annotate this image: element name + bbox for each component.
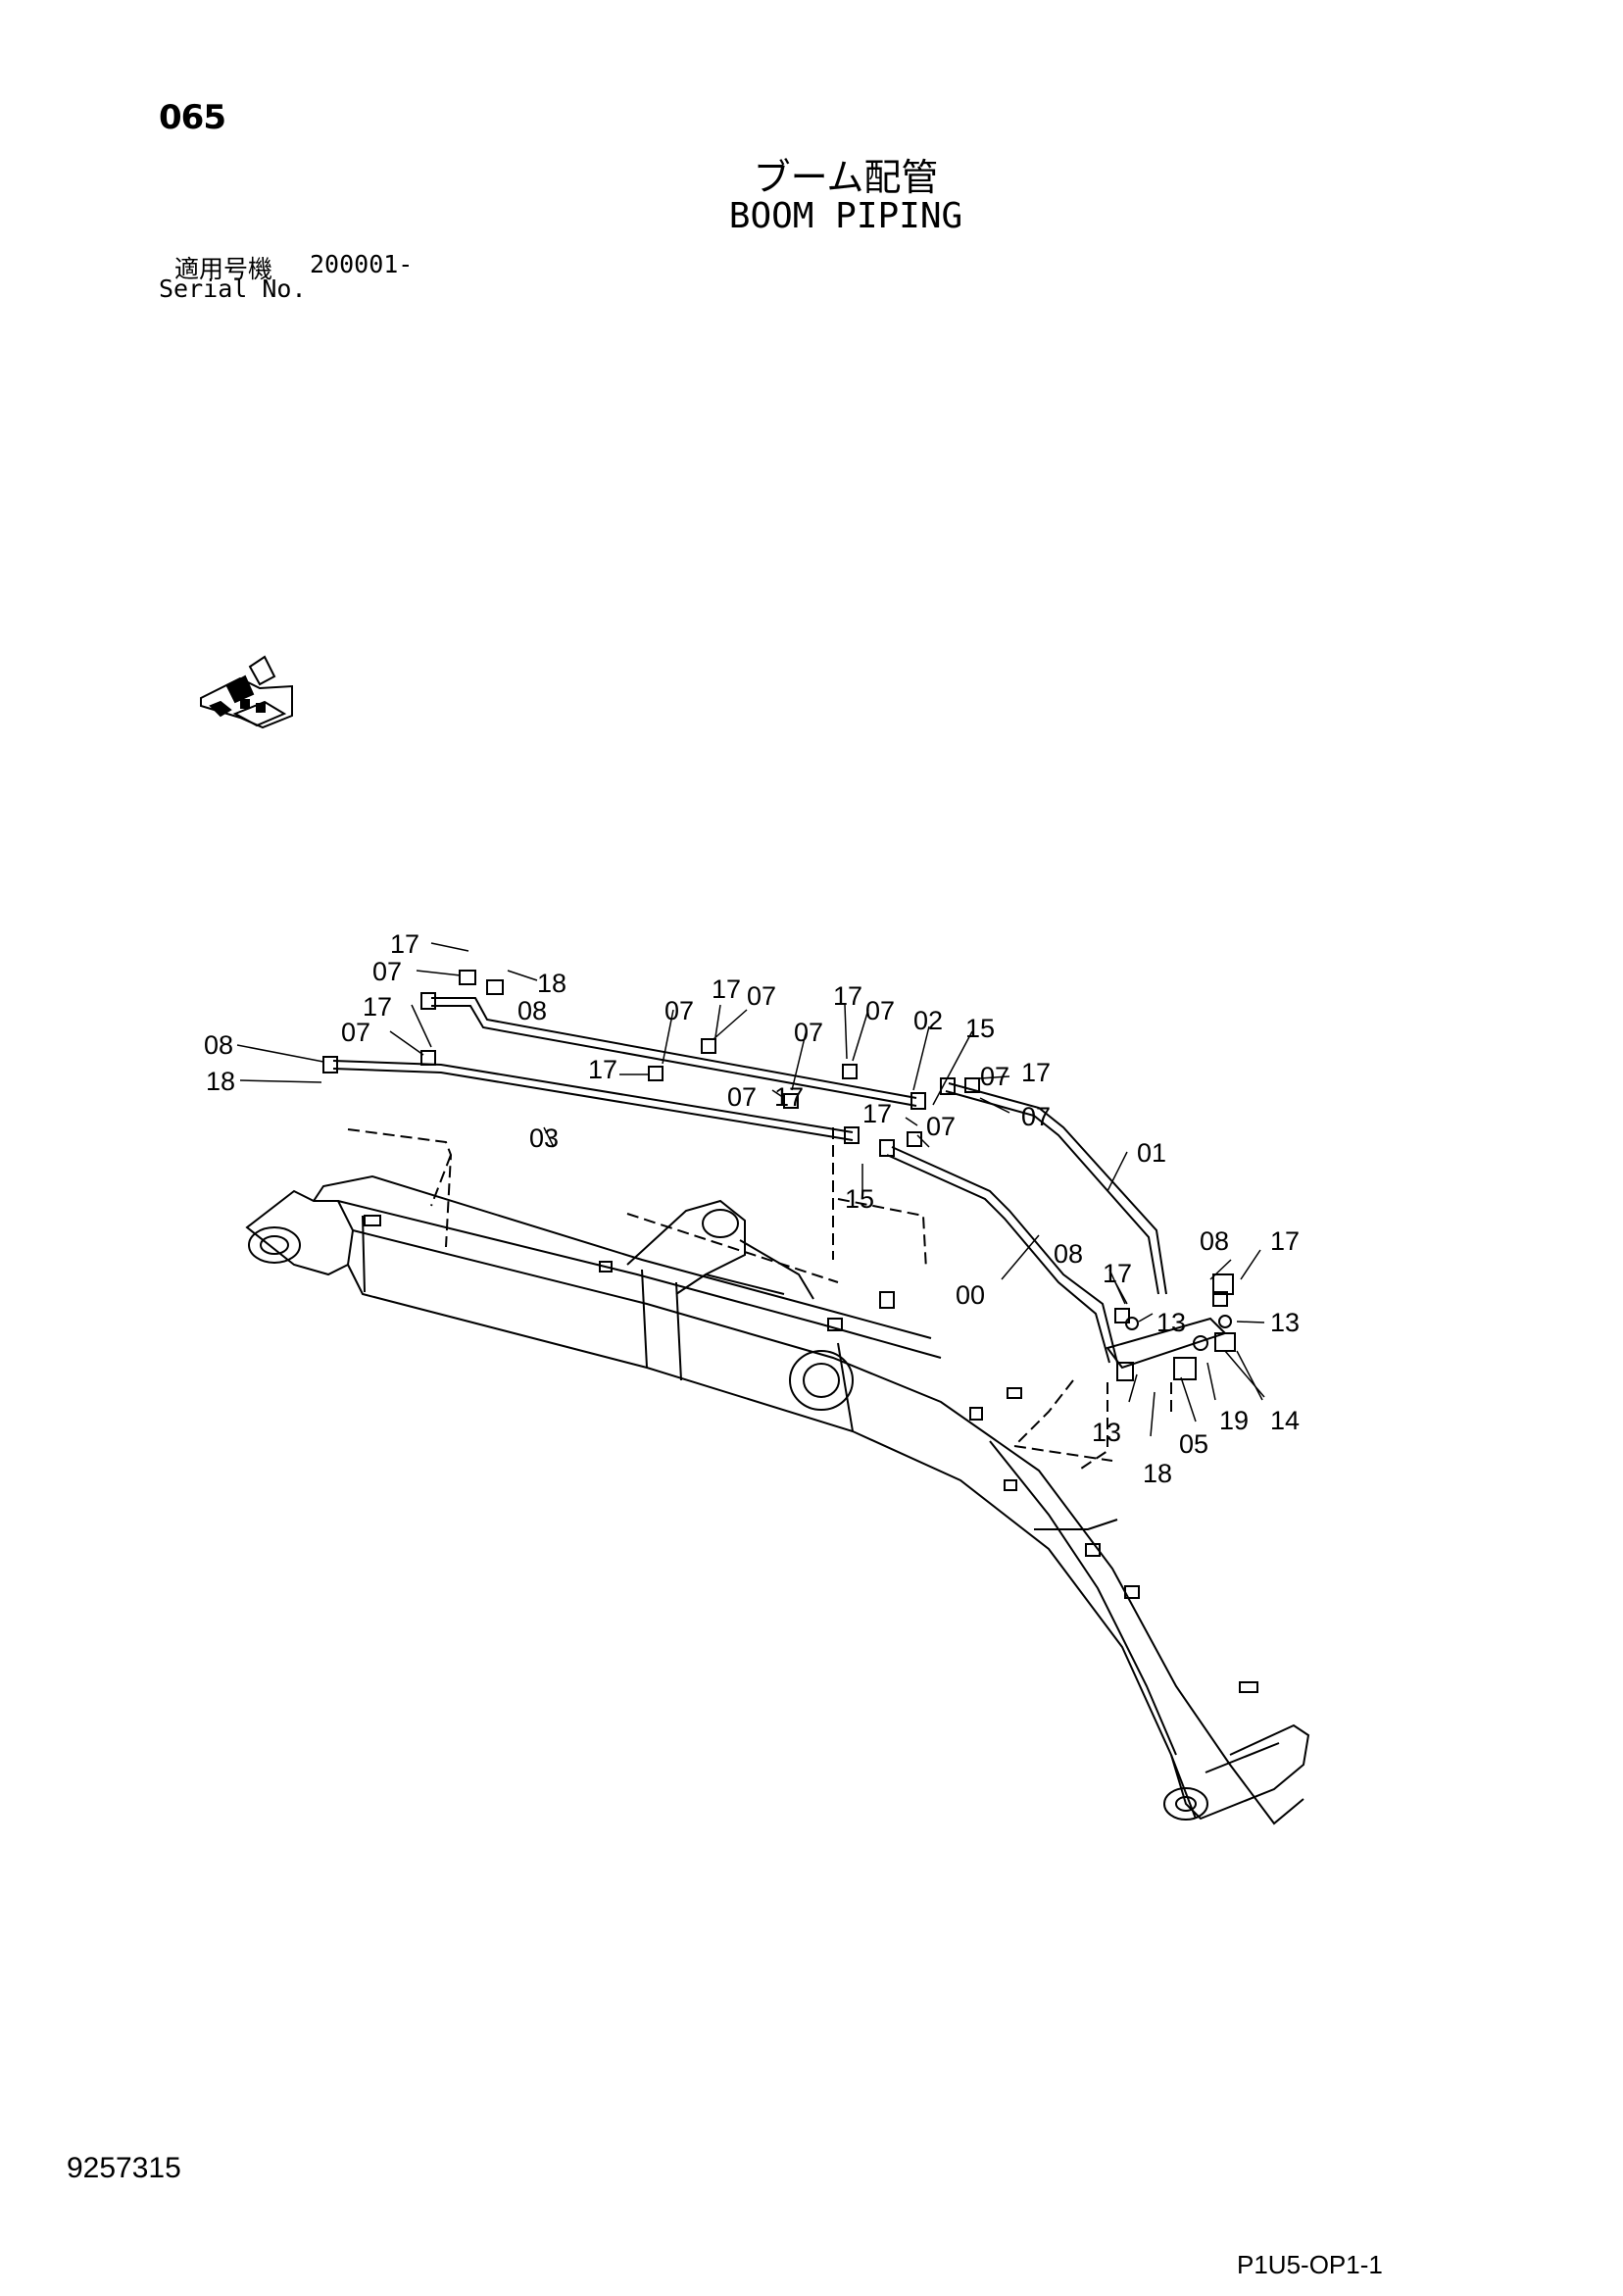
callout-label: 08: [1054, 1239, 1083, 1269]
callout-label: 08: [204, 1030, 233, 1060]
callout-label: 18: [206, 1067, 235, 1096]
callout-label: 07: [865, 996, 895, 1025]
callout-label: 07: [794, 1018, 823, 1047]
serial-label-japanese: 適用号機: [174, 255, 273, 283]
page-title: BOOM PIPING: [728, 196, 963, 236]
callout-label: 13: [1270, 1308, 1300, 1337]
callout-label: 17: [1021, 1058, 1051, 1087]
callout-label: 07: [341, 1018, 370, 1047]
callout-label: 07: [1021, 1102, 1051, 1131]
callout-label: 00: [956, 1280, 985, 1310]
callout-label: 01: [1137, 1138, 1166, 1168]
callout-label: 17: [774, 1082, 804, 1112]
boom-structure: [245, 1127, 1310, 1825]
callout-label: 07: [727, 1082, 757, 1112]
callout-label: 03: [529, 1123, 559, 1153]
callout-label: 08: [517, 996, 547, 1025]
serial-label: Serial No.: [159, 275, 307, 303]
callout-label: 05: [1179, 1429, 1208, 1459]
callout-label: 07: [664, 996, 694, 1025]
callout-label: 17: [390, 929, 419, 959]
callout-label: 17: [588, 1055, 617, 1084]
callout-label: 07: [747, 981, 776, 1011]
callout-label: 15: [965, 1014, 995, 1043]
callout-label: 17: [712, 974, 741, 1004]
page-title-japanese: ブーム配管: [753, 156, 939, 199]
callout-label: 17: [363, 992, 392, 1022]
boom-pipes: [322, 970, 1236, 1381]
callout-label: 07: [926, 1112, 956, 1141]
callout-label: 02: [913, 1006, 943, 1035]
machine-location-icon[interactable]: [200, 655, 293, 729]
serial-number-range: 200001-: [310, 250, 414, 278]
document-number: 9257315: [67, 2152, 181, 2184]
page-number: 065: [159, 98, 226, 137]
callout-labels: 17 07 18 08 17 07 08 18 07 17 07 17 07 0…: [204, 929, 1300, 1488]
callout-label: 18: [1143, 1459, 1172, 1488]
callout-label: 18: [537, 969, 566, 998]
page-code: P1U5-OP1-1: [1237, 2250, 1383, 2279]
callout-label: 08: [1200, 1226, 1229, 1256]
callout-label: 07: [980, 1062, 1009, 1091]
callout-label: 17: [862, 1099, 892, 1128]
callout-label: 13: [1092, 1418, 1121, 1447]
callout-label: 17: [833, 981, 862, 1011]
callout-label: 17: [1103, 1259, 1132, 1288]
callout-label: 15: [845, 1184, 874, 1214]
callout-label: 14: [1270, 1406, 1300, 1435]
callout-label: 07: [372, 957, 402, 986]
callout-label: 17: [1270, 1226, 1300, 1256]
callout-leaders: [236, 942, 1265, 1437]
callout-label: 19: [1219, 1406, 1249, 1435]
callout-label: 13: [1156, 1308, 1186, 1337]
